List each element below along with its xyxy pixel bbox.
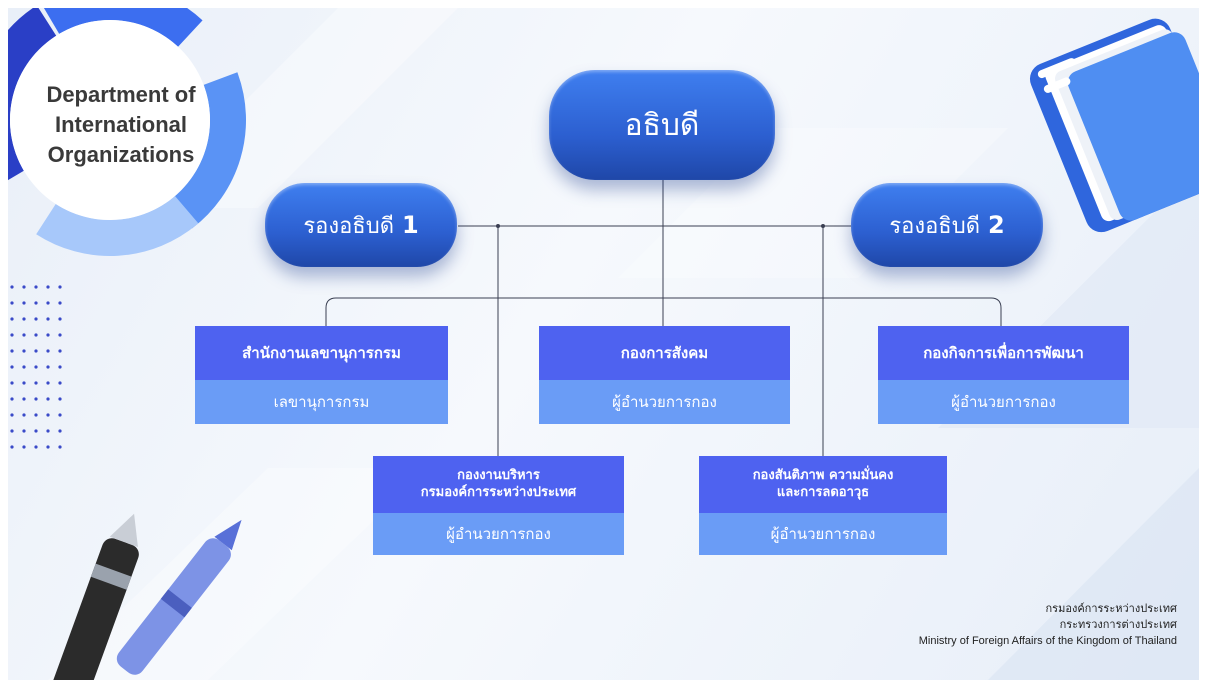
footer-line-2: กระทรวงการต่างประเทศ	[1059, 619, 1177, 631]
deputy-2-number: 2	[987, 211, 1005, 239]
dot-grid-decoration	[10, 285, 62, 449]
footer-credits: กรมองค์การระหว่างประเทศ กระทรวงการต่างปร…	[919, 601, 1177, 649]
logo-title: Department of International Organization…	[30, 80, 212, 170]
division-development-head: ผู้อำนวยการกอง	[878, 380, 1129, 424]
division-social-title: กองการสังคม	[539, 326, 790, 380]
division-admin: กองงานบริหาร กรมองค์การระหว่างประเทศ ผู้…	[373, 456, 624, 555]
footer-line-1: กรมองค์การระหว่างประเทศ	[1045, 603, 1177, 615]
logo-line-2: International	[54, 112, 187, 137]
logo-line-1: Department of	[46, 82, 196, 107]
division-peace-title-line-2: และการลดอาวุธ	[776, 484, 870, 500]
logo-line-3: Organizations	[47, 142, 195, 167]
division-peace: กองสันติภาพ ความมั่นคง และการลดอาวุธ ผู้…	[699, 456, 947, 555]
footer-line-3: Ministry of Foreign Affairs of the Kingd…	[918, 635, 1177, 647]
director-node: อธิบดี	[549, 70, 775, 180]
slide: Department of International Organization…	[8, 8, 1199, 680]
division-peace-head: ผู้อำนวยการกอง	[699, 513, 947, 555]
division-peace-title-line-1: กองสันติภาพ ความมั่นคง	[752, 468, 894, 484]
deputy-2-label: รองอธิบดี	[889, 213, 980, 239]
pen-icon	[48, 513, 242, 680]
division-secretary-head: เลขานุการกรม	[195, 380, 448, 424]
division-admin-head: ผู้อำนวยการกอง	[373, 513, 624, 555]
deputy-1-node: รองอธิบดี 1	[265, 183, 457, 267]
deputy-1-number: 1	[401, 211, 419, 239]
division-development: กองกิจการเพื่อการพัฒนา ผู้อำนวยการกอง	[878, 326, 1129, 424]
division-admin-title-line-2: กรมองค์การระหว่างประเทศ	[420, 484, 577, 500]
division-secretary: สำนักงานเลขานุการกรม เลขานุการกรม	[195, 326, 448, 424]
division-social-head: ผู้อำนวยการกอง	[539, 380, 790, 424]
division-development-title: กองกิจการเพื่อการพัฒนา	[878, 326, 1129, 380]
division-admin-title: กองงานบริหาร กรมองค์การระหว่างประเทศ	[373, 456, 624, 513]
division-secretary-title: สำนักงานเลขานุการกรม	[195, 326, 448, 380]
deputy-1-label: รองอธิบดี	[303, 213, 394, 239]
division-admin-title-line-1: กองงานบริหาร	[457, 468, 540, 484]
director-label: อธิบดี	[624, 107, 700, 143]
folder-icon	[1029, 18, 1199, 233]
deputy-2-node: รองอธิบดี 2	[851, 183, 1043, 267]
division-peace-title: กองสันติภาพ ความมั่นคง และการลดอาวุธ	[699, 456, 947, 513]
division-social: กองการสังคม ผู้อำนวยการกอง	[539, 326, 790, 424]
